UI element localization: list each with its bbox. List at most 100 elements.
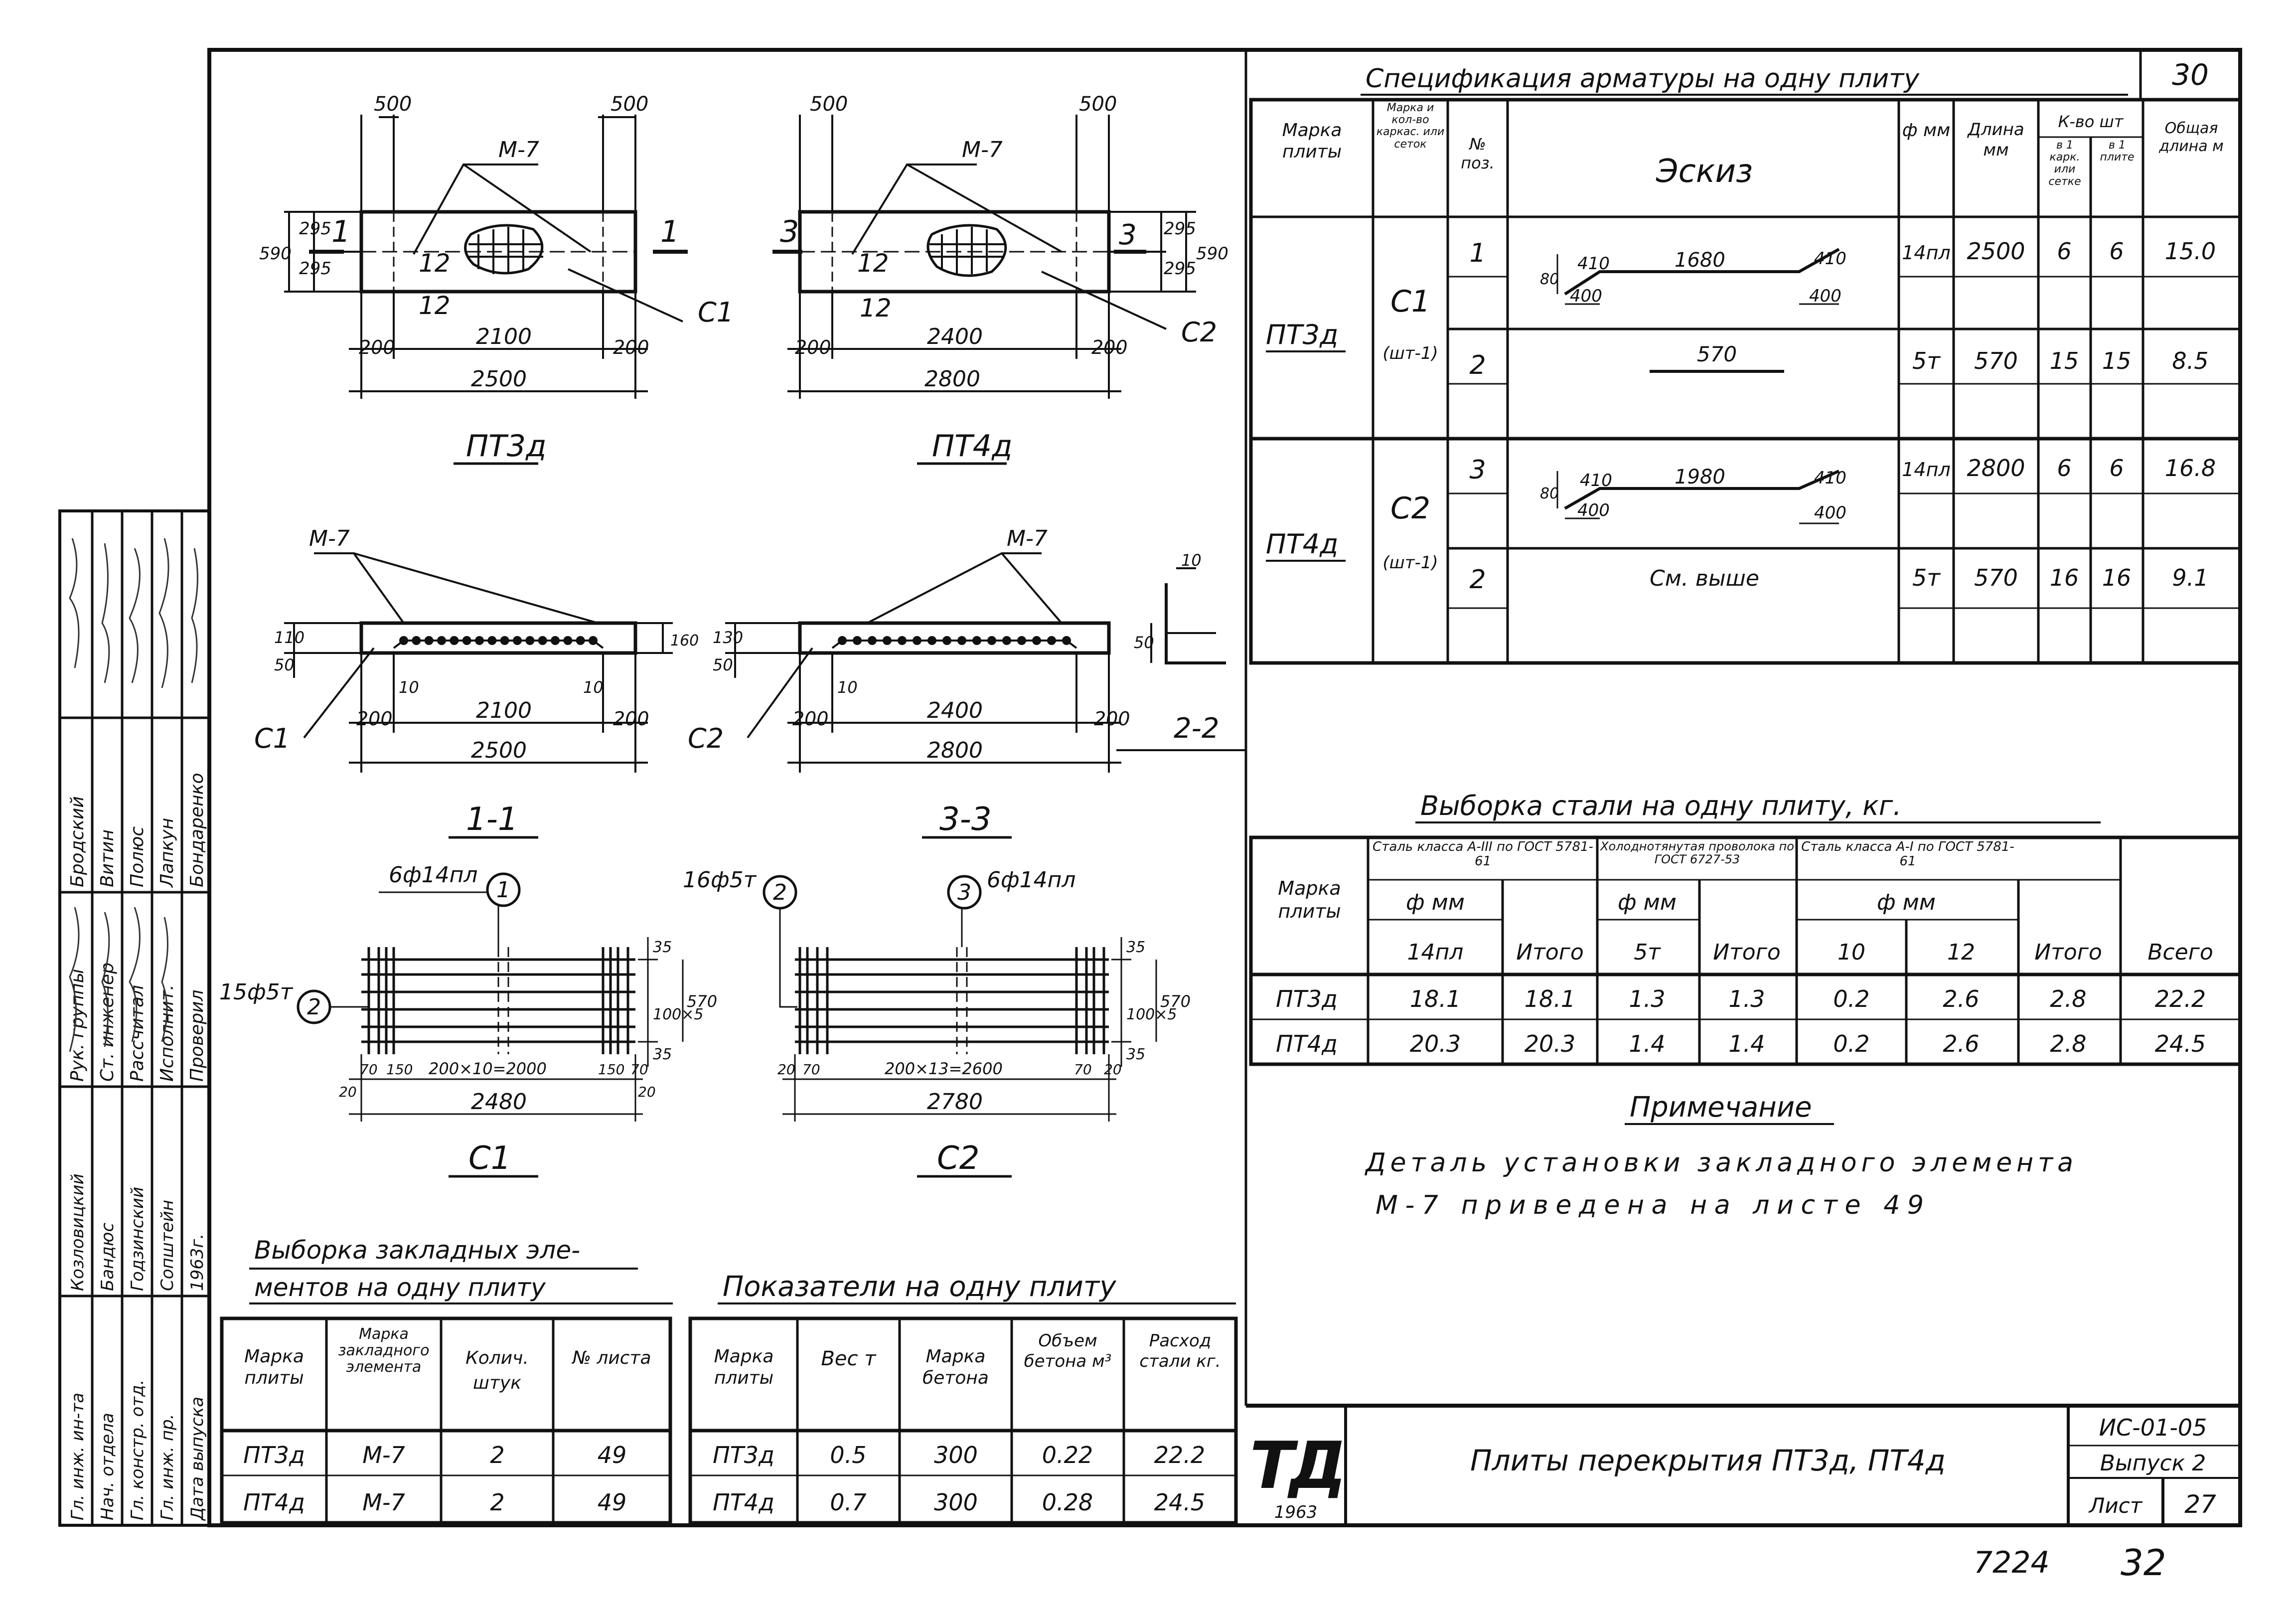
steel-header-mark: Марка плиты bbox=[1278, 877, 1341, 922]
steel-cell: 1.3 bbox=[1728, 985, 1765, 1012]
spec-mark-pt4: ПТ4д bbox=[1266, 528, 1338, 560]
logo-year: 1963 bbox=[1274, 1502, 1318, 1522]
stamp-role: Рассчитал bbox=[127, 985, 148, 1082]
label-m7: М-7 bbox=[962, 137, 1003, 162]
embedded-cell: М-7 bbox=[362, 1489, 405, 1516]
dim-20-left: 20 bbox=[339, 1084, 357, 1100]
indicator-cell: 0.28 bbox=[1042, 1489, 1093, 1516]
indicator-cell: 0.22 bbox=[1042, 1442, 1093, 1468]
rebar-dot bbox=[589, 636, 598, 645]
dim-35-bottom: 35 bbox=[653, 1046, 672, 1063]
steel-d12: 12 bbox=[1947, 940, 1975, 965]
section-2-2 bbox=[1116, 567, 1246, 751]
embedded-title-1: Выборка закладных эле- bbox=[254, 1236, 580, 1265]
cut-mark-left: 1 bbox=[331, 214, 350, 249]
embedded-table: Выборка закладных эле- ментов на одну пл… bbox=[220, 1236, 673, 1525]
dim-2100: 2100 bbox=[476, 324, 532, 349]
spec-title: Спецификация арматуры на одну плиту bbox=[1366, 64, 1920, 94]
rebar-dot bbox=[576, 636, 585, 645]
doc-code: ИС-01-05 bbox=[2099, 1414, 2207, 1441]
steel-cell: 2.8 bbox=[2050, 1030, 2086, 1057]
rebar-dot bbox=[462, 636, 471, 645]
steel-header-a3: Сталь класса А-III по ГОСТ 5781-61 bbox=[1373, 840, 1593, 869]
dim-500-right: 500 bbox=[1079, 93, 1117, 116]
pt4-plan-view bbox=[772, 115, 1196, 399]
dim-70-right: 70 bbox=[630, 1061, 648, 1078]
steel-vsego: Всего bbox=[2147, 940, 2213, 965]
dim-10-right: 10 bbox=[583, 678, 604, 697]
section-1-1-labels: М-7 50 110 160 10 10 С1 200 2100 200 250… bbox=[254, 526, 699, 838]
indicator-row-mark: ПТ4д bbox=[713, 1489, 774, 1516]
rebar-dot bbox=[500, 636, 509, 645]
rebar-dot bbox=[913, 636, 921, 645]
label-c1: С1 bbox=[254, 723, 290, 754]
steel-cell: 22.2 bbox=[2155, 985, 2206, 1012]
header-frames: Марка и кол-во каркас. или сеток bbox=[1376, 102, 1445, 151]
sketch-1-c: 400 bbox=[1570, 286, 1602, 306]
stamp-name-2: Сопштейн bbox=[157, 1200, 177, 1291]
dim-10: 10 bbox=[837, 678, 858, 697]
dim-2480: 2480 bbox=[471, 1089, 527, 1115]
emb-header-3: № листа bbox=[572, 1348, 651, 1368]
rebar-dot bbox=[450, 636, 459, 645]
rebar-dot bbox=[487, 636, 497, 645]
dim-70-left: 70 bbox=[360, 1061, 378, 1078]
dim-200-left: 200 bbox=[359, 336, 395, 358]
section-3-3-rebars bbox=[838, 636, 1071, 645]
rebar-dot bbox=[972, 636, 981, 645]
dim-590: 590 bbox=[259, 244, 292, 264]
rebar-dot bbox=[412, 636, 421, 645]
spec-row-2-values: 5т 570 15 15 8.5 bbox=[1912, 347, 2209, 374]
cut-mark-left: 3 bbox=[780, 214, 799, 249]
dim-20-left: 20 bbox=[777, 1061, 795, 1078]
sketch-3-mid: 1980 bbox=[1675, 466, 1725, 488]
rebar-dot bbox=[551, 636, 560, 645]
embedded-title-2: ментов на одну плиту bbox=[254, 1273, 546, 1302]
header-mark: Марка плиты bbox=[1282, 120, 1342, 162]
rebar-dot bbox=[1062, 636, 1071, 645]
svg-text:6: 6 bbox=[2109, 238, 2124, 265]
svg-text:14пл: 14пл bbox=[1902, 459, 1951, 481]
svg-text:14пл: 14пл bbox=[1902, 242, 1951, 264]
dim-10: 10 bbox=[1181, 551, 1202, 570]
spec-pos-1: 1 bbox=[1469, 238, 1486, 268]
steel-cell: 18.1 bbox=[1525, 985, 1575, 1012]
svg-text:6: 6 bbox=[2109, 455, 2124, 482]
steel-title: Выборка стали на одну плиту, кг. bbox=[1420, 790, 1901, 821]
ind-header-0: Марка плиты bbox=[714, 1346, 774, 1389]
dim-150-left: 150 bbox=[386, 1061, 413, 1078]
dim-500-left: 500 bbox=[374, 93, 412, 116]
embedded-row-mark: ПТ4д bbox=[243, 1489, 305, 1516]
dim-50: 50 bbox=[713, 655, 733, 674]
dim-295-top: 295 bbox=[299, 219, 331, 239]
dim-20-right: 20 bbox=[638, 1084, 656, 1100]
dim-570: 570 bbox=[1160, 992, 1191, 1011]
stamp-name: Полюс bbox=[127, 826, 148, 887]
svg-text:6: 6 bbox=[2057, 238, 2071, 265]
header-qty-frame: в 1 карк. или сетке bbox=[2048, 140, 2081, 188]
rebar-dot bbox=[1002, 636, 1011, 645]
svg-text:15: 15 bbox=[2050, 347, 2079, 374]
embedded-cell: 2 bbox=[490, 1442, 504, 1468]
sheet-corner-number: 30 bbox=[2172, 58, 2209, 92]
steel-header-a1: Сталь класса А-I по ГОСТ 5781-61 bbox=[1801, 840, 2014, 869]
rebar-dot bbox=[437, 636, 446, 645]
steel-row-mark: ПТ3д bbox=[1276, 985, 1338, 1012]
rebar-dot bbox=[563, 636, 573, 645]
ind-header-1: Вес т bbox=[821, 1347, 876, 1370]
spec-row-1-values: 14пл 2500 6 6 15.0 bbox=[1902, 238, 2216, 265]
stamp-role-2: Гл. констр. отд. bbox=[128, 1380, 148, 1520]
caption-c1: С1 bbox=[468, 1140, 511, 1177]
dim-100x5: 100×5 bbox=[653, 1006, 703, 1023]
dim-2500: 2500 bbox=[471, 366, 527, 392]
stamp-role-2: Дата выпуска bbox=[187, 1397, 207, 1521]
rebar-dot bbox=[1047, 636, 1056, 645]
svg-text:16: 16 bbox=[2102, 564, 2132, 591]
indicator-cell: 300 bbox=[934, 1489, 978, 1516]
steel-cell: 0.2 bbox=[1833, 985, 1869, 1012]
label-c1: С1 bbox=[698, 297, 734, 328]
ind-header-2: Марка бетона bbox=[922, 1346, 989, 1389]
pos-circle-3: 3 bbox=[957, 880, 971, 905]
